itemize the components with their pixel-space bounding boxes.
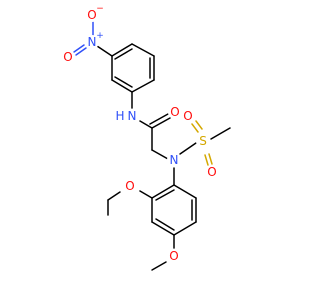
svg-text:O: O (169, 249, 178, 263)
sulfur-label: S (196, 134, 210, 148)
ring-bond (131, 43, 155, 57)
nitro-n-label: N + (85, 31, 104, 49)
nitrophenyl-ring (111, 43, 155, 93)
ring-to-nitro-bond (96, 45, 113, 57)
nitro-o-top-label: O − (85, 4, 104, 22)
nh-to-carbonyl-bond (139, 120, 153, 129)
ring-bond (111, 79, 133, 93)
nitro-o-bottom-label: O (61, 50, 75, 64)
ring-bond (111, 43, 133, 57)
svg-text:−: − (96, 4, 104, 14)
svg-text:O: O (170, 105, 179, 119)
structure-svg: N + O − O N H O N S O O O O (61, 4, 231, 271)
svg-text:O: O (87, 8, 96, 22)
ring-bond-inner (114, 76, 133, 88)
svg-text:N: N (88, 35, 97, 49)
methoxy-o2-label: O (167, 249, 181, 263)
molecule-diagram: N + O − O N H O N S O O O O (61, 4, 231, 271)
ring-bond (151, 221, 175, 236)
ch2-to-n-bond (151, 149, 169, 160)
ring-bond (173, 184, 197, 199)
ring-bond-inner (114, 48, 133, 60)
dimethoxyphenyl-ring (151, 184, 197, 236)
methoxy-o-to-ch3-bond (107, 191, 121, 201)
svg-text:O: O (183, 109, 192, 123)
svg-text:N: N (170, 153, 179, 167)
svg-text:+: + (96, 31, 104, 41)
s-o-double-bond-2 (208, 153, 213, 165)
nitro-n-o-double-bond-2 (73, 44, 85, 53)
s-o-double-bond (204, 154, 209, 166)
svg-text:N: N (128, 109, 137, 123)
methoxy-o-to-ch3-bond-2 (151, 261, 167, 271)
ring-bond-inner (155, 189, 175, 201)
svg-text:S: S (199, 134, 207, 148)
amide-o-label: O (168, 105, 182, 119)
sulfonyl-o2-label: O (205, 165, 219, 179)
n-to-s-bond (179, 142, 197, 155)
svg-text:O: O (125, 179, 134, 193)
carbonyl-double-bond (151, 117, 171, 129)
sulfonyl-o1-label: O (181, 109, 195, 123)
amide-nh-label: N H (115, 109, 139, 123)
s-o-double-bond-4 (195, 120, 203, 130)
sulfonamide-n-label: N (167, 153, 181, 167)
svg-text:O: O (63, 50, 72, 64)
s-o-double-bond-3 (191, 123, 199, 133)
methoxy-o1-label: O (123, 179, 137, 193)
ring-to-methoxy-o-bond (139, 190, 153, 199)
carbonyl-double-bond-2 (149, 113, 169, 125)
ring-bond (173, 221, 197, 236)
ring-bond-inner (155, 218, 175, 231)
ring-bond (131, 79, 155, 93)
s-to-methyl-bond (210, 127, 231, 140)
ring-bond (151, 184, 175, 199)
nitro-n-o-double-bond (75, 47, 87, 56)
svg-text:H: H (115, 109, 124, 123)
svg-text:O: O (207, 165, 216, 179)
